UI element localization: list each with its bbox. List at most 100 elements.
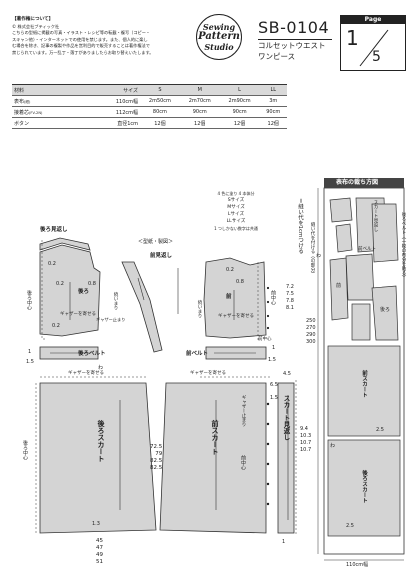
layout-back-skirt-label: 後ろスカート [361,470,367,503]
label-back-center: 後ろ中心 [26,290,32,310]
layout-front-label: 前 [336,283,342,289]
page-total: 5 [372,49,381,65]
layout-title: 表布の裁ち方図 [336,179,379,186]
measure: 1 [282,539,286,545]
length-m: 270 [306,325,316,331]
copyright-line: スキャン他）・インターネットでの使用を禁じます。また、個人的に楽し [12,36,148,42]
layout-width: 110cm幅 [346,562,369,568]
material-m: 90cm [179,106,220,118]
measure: 2.5 [346,523,354,529]
label-front: 前 [226,294,232,300]
measure: 0.2 [48,261,56,267]
legend-note: 1 つしかない数字は共通 [214,226,258,231]
back-skirt-piece [39,382,157,534]
material-width: 110cm幅 [86,95,140,107]
header-cell: S [140,84,180,96]
legend-size: Lサイズ [227,212,245,217]
header-cell: L [219,84,260,96]
hem-measures: 45 47 49 51 [96,538,103,566]
header-cell: 材料 [12,84,86,96]
material-s: 2m50cm [140,95,180,107]
logo-text: Sewing [202,22,236,32]
back-facing-piece [39,237,91,251]
materials-table: 材料 サイズ S M L LL 表布(紺) 110cm幅 2m50cm 2m70… [12,84,287,129]
fold-mark: わ [316,253,322,259]
measure-ll: 82.5 [150,465,163,471]
label-front-facing: 前見返し [150,253,173,259]
divider [258,39,332,40]
page-current: 1 [346,26,359,50]
label-front-center: 前中心 [270,290,276,305]
label-gather: ギャザーを寄せる [60,312,96,317]
measure-s: 45 [96,538,103,544]
layout-lengths: 250 270 290 300 [306,318,316,346]
layout-skirt-facing-label: スカート見返し [373,200,378,232]
length-s: 250 [306,318,316,324]
logo-text: Studio [204,42,234,52]
skirt-facing-piece [277,382,295,534]
label-gather-stop: ギャザー止まり [96,317,126,322]
label-back-skirt: 後ろスカート [97,420,105,462]
measure-ll: 51 [96,559,103,565]
logo-text: Pattern [198,31,240,42]
fold-mark: わ [98,365,104,371]
table-row: 表布(紺) 110cm幅 2m50cm 2m70cm 2m90cm 3m [12,95,287,107]
measure-l: 7.8 [286,298,294,304]
product-code: SB-0104 [258,18,330,37]
copyright-line: 禁じられています。万一乱丁・落丁がありましたらお取り替えいたします。 [12,49,154,55]
measure: 0.2 [56,281,64,287]
layout-back-label: 後ろ [380,307,391,313]
measure: 0.2 [226,267,234,273]
product-name: ワンピース [258,52,296,61]
label-gather: ギャザーを寄せる [68,371,104,376]
copyright-line: こちらの型紙に掲載の写真・イラスト・レシピ等の転載・複写（コピー・ [12,30,151,36]
fold-mark: わ [330,443,336,449]
label-front-belt: 前ベルト [186,351,209,357]
copyright-company: © 株式会社ブティック社 [12,23,60,29]
material-name: 接着芯(FV-2N) [12,106,86,118]
measure-s: 72.5 [150,444,163,450]
measure-l: 10.7 [300,440,312,446]
layout-right-note: 後ろベルト（一枚の布分を貼る） [401,212,406,280]
legend-title: 4 色に塗り 4 本体分 [217,191,255,196]
measure-l: 82.5 [150,458,163,464]
label-gather-stop: ギャザー止まり [241,395,246,427]
label-gather: ギャザーを寄せる [218,314,254,319]
measure-m: 79 [155,451,163,457]
page-slash [359,29,389,67]
label-button: 前中心 [258,337,272,342]
product-name: コルセットウエスト [258,41,326,50]
material-l: 2m90cm [219,95,260,107]
measure-m: 7.5 [286,291,294,297]
label-back-belt: 後ろベルト [78,351,106,357]
material-s: 80cm [140,106,180,118]
layout-back-skirt [327,439,401,537]
material-m: 12個 [179,117,220,129]
material-ll: 3m [259,95,287,107]
pattern-title: ＜型紙・製図＞ [138,239,174,245]
length-ll: 300 [306,339,316,345]
measure-m: 10.3 [300,433,312,439]
material-width: 112cm幅 [86,106,140,118]
measure: 1 [272,345,276,351]
label-front-skirt: 前スカート [211,420,219,455]
copyright-line: む場合を除き、記事の複製や作品を営利目的で販売することは著作権法で [12,43,150,49]
length-l: 290 [306,332,316,338]
measure: 1 [28,349,32,355]
material-name: ボタン [12,117,86,129]
label-back: 後ろ [78,289,90,295]
material-width: 直径1cm [86,117,140,129]
layout-title-bar [324,178,404,188]
measure-s: 9.4 [300,426,308,432]
table-row: 接着芯(FV-2N) 112cm幅 80cm 90cm 90cm 90cm [12,106,287,118]
seam-allowance-note: ＝縫い代を1cmつける [297,198,303,254]
material-ll: 90cm [259,106,287,118]
label-skirt-facing: スカート見返し [282,395,290,441]
material-l: 90cm [219,106,260,118]
measure: 1.5 [26,359,34,365]
copyright-heading: 【著作権について】 [12,17,54,22]
legend-size: Sサイズ [227,198,245,203]
header-cell: サイズ [86,84,140,96]
label-back-center: 後ろ中心 [22,440,28,460]
